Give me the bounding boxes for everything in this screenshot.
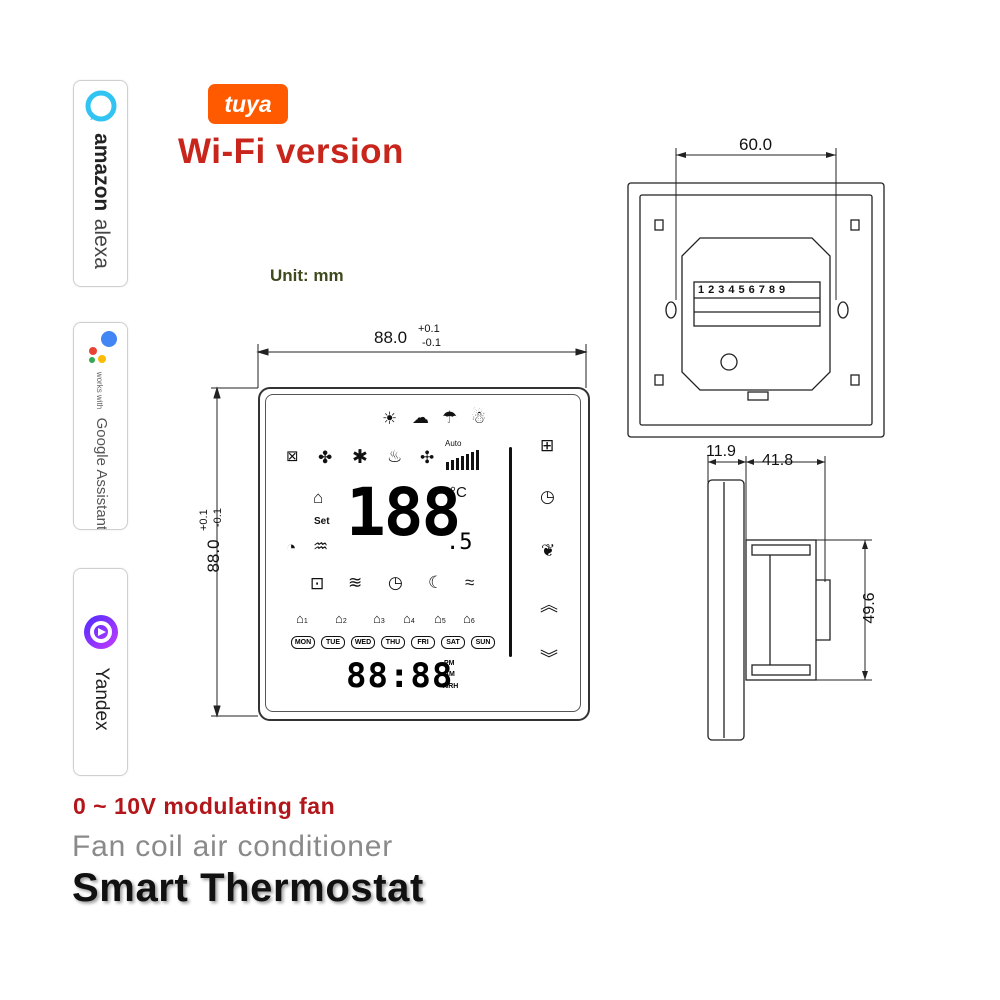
schedule-button-icon[interactable]: ◷ bbox=[540, 487, 555, 506]
temperature-decimal: .5 bbox=[446, 530, 473, 555]
home-icon: ⌂ bbox=[313, 488, 324, 507]
wifi-icon: ≈ bbox=[465, 573, 475, 592]
program-2-number: 2 bbox=[342, 618, 347, 625]
program-5-icon: ⌂5 bbox=[434, 611, 446, 626]
program-6-icon: ⌂6 bbox=[463, 611, 475, 626]
program-1-number: 1 bbox=[303, 618, 308, 625]
yandex-alice-icon bbox=[84, 615, 118, 649]
up-button-icon[interactable]: ︽ bbox=[540, 595, 558, 615]
temperature-digits: 188 bbox=[346, 474, 461, 551]
body-height-dimension: 49.6 bbox=[861, 592, 878, 624]
cooling-snowflake-icon: ✱ bbox=[352, 447, 368, 468]
thermostat-display-panel bbox=[265, 394, 581, 712]
terminal-2: 2 bbox=[708, 284, 719, 296]
terminal-8: 8 bbox=[768, 284, 779, 296]
fan-speed-icon: ✣ bbox=[420, 448, 435, 467]
night-mode-icon: ☾ bbox=[428, 573, 444, 592]
day-sat: SAT bbox=[441, 636, 465, 649]
front-depth-dimension: 11.9 bbox=[706, 443, 736, 460]
eco-leaf-button-icon[interactable]: ❦ bbox=[541, 541, 556, 560]
floor-sensor-icon: ◔ bbox=[286, 538, 297, 557]
clock-digits: 88:88 bbox=[346, 656, 454, 696]
am-label: AM bbox=[444, 671, 455, 678]
day-mon: MON bbox=[291, 636, 315, 649]
program-6-number: 6 bbox=[470, 618, 475, 625]
fan-icon: ✤ bbox=[318, 448, 333, 467]
cloud-icon: ☁ bbox=[412, 408, 429, 427]
tuya-logo: tuya bbox=[208, 84, 288, 124]
yandex-badge: Yandex bbox=[73, 568, 128, 776]
back-width-dimension: 60.0 bbox=[739, 135, 773, 154]
alexa-icon bbox=[85, 90, 117, 122]
terminal-1: 1 bbox=[698, 284, 709, 296]
sun-icon: ☀ bbox=[382, 409, 398, 428]
terminal-9: 9 bbox=[779, 284, 790, 296]
program-4-icon: ⌂4 bbox=[403, 611, 415, 626]
set-label: Set bbox=[314, 516, 330, 527]
day-fri: FRI bbox=[411, 636, 435, 649]
front-width-value: 88.0 bbox=[374, 328, 408, 347]
program-4-number: 4 bbox=[410, 618, 415, 625]
terminal-3: 3 bbox=[718, 284, 729, 296]
day-sun: SUN bbox=[471, 636, 495, 649]
modulating-fan-text: 0 ~ 10V modulating fan bbox=[73, 793, 336, 819]
front-width-tol-plus: +0.1 bbox=[418, 323, 440, 335]
terminal-4: 4 bbox=[728, 284, 739, 296]
program-3-number: 3 bbox=[380, 618, 385, 625]
fan-speed-bars-icon bbox=[446, 450, 479, 470]
down-button-icon[interactable]: ︾ bbox=[540, 649, 558, 669]
wifi-version-heading: Wi-Fi version bbox=[178, 132, 404, 171]
terminal-5: 5 bbox=[738, 284, 749, 296]
google-assistant-icon bbox=[89, 331, 117, 363]
heat-wave-icon: ≋ bbox=[348, 573, 363, 592]
alexa-badge: amazon alexa bbox=[73, 80, 128, 287]
touch-slider-bar[interactable] bbox=[509, 447, 512, 657]
google-assistant-badge: works with Google Assistant bbox=[73, 322, 128, 530]
smart-thermostat-title: Smart Thermostat bbox=[72, 866, 424, 910]
cloud-snow-icon: ☃ bbox=[471, 408, 487, 427]
rh-label: %RH bbox=[442, 683, 459, 690]
temperature-unit: °C bbox=[450, 484, 467, 501]
program-2-icon: ⌂2 bbox=[335, 611, 347, 626]
floor-heating-icon: ♒ bbox=[313, 537, 329, 556]
cloud-rain-icon: ☂ bbox=[442, 408, 458, 427]
terminal-numbers: 123456789 bbox=[698, 284, 789, 296]
terminal-6: 6 bbox=[748, 284, 759, 296]
fan-coil-text: Fan coil air conditioner bbox=[72, 830, 394, 863]
valve-icon: ⊠ bbox=[286, 448, 299, 465]
body-depth-dimension: 41.8 bbox=[762, 452, 794, 469]
pm-label: PM bbox=[444, 660, 455, 667]
heating-flame-icon: ♨ bbox=[387, 447, 403, 466]
thermostat-front-frame bbox=[258, 387, 590, 721]
lock-icon: ⊡ bbox=[310, 574, 325, 593]
program-3-icon: ⌂3 bbox=[373, 611, 385, 626]
program-1-icon: ⌂1 bbox=[296, 611, 308, 626]
day-tue: TUE bbox=[321, 636, 345, 649]
front-width-tol-minus: -0.1 bbox=[422, 337, 441, 349]
day-wed: WED bbox=[351, 636, 375, 649]
unit-label: Unit: mm bbox=[270, 266, 344, 285]
menu-button-icon[interactable]: ⊞ bbox=[540, 436, 555, 455]
auto-label: Auto bbox=[445, 439, 462, 448]
day-thu: THU bbox=[381, 636, 405, 649]
terminal-7: 7 bbox=[758, 284, 769, 296]
front-width-dimension: 88.0 +0.1 -0.1 bbox=[374, 323, 441, 349]
program-5-number: 5 bbox=[441, 618, 446, 625]
clock-icon: ◷ bbox=[388, 573, 403, 592]
